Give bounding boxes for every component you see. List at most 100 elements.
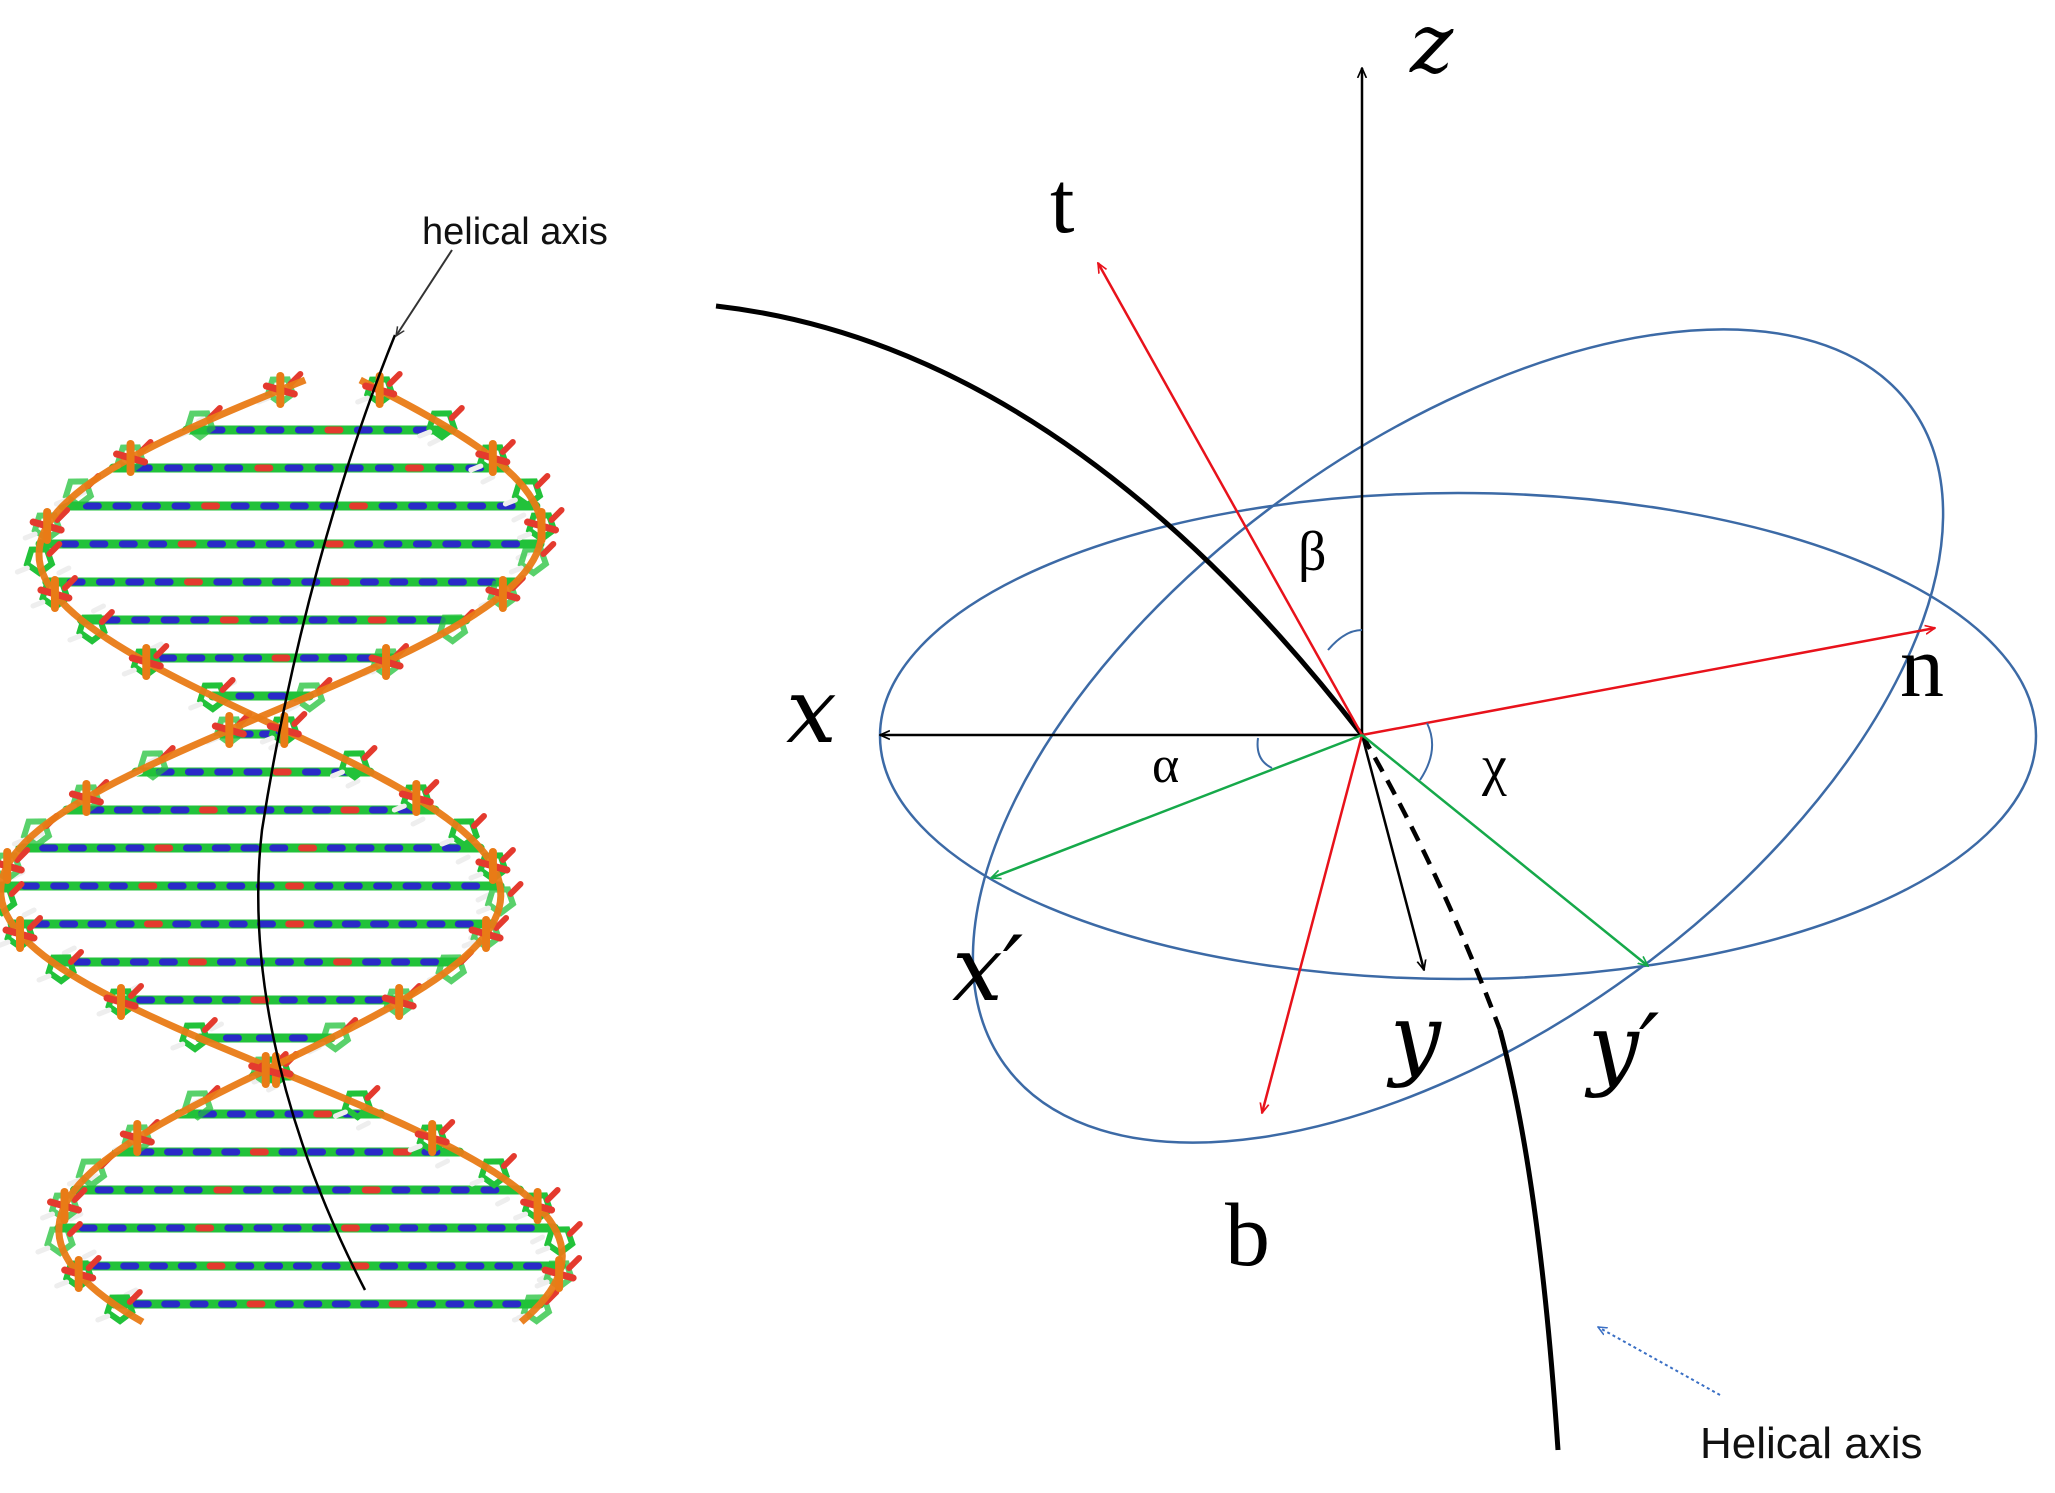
oxygen-atom xyxy=(291,711,308,727)
oxygen-atom xyxy=(71,1187,88,1203)
frame-helical-axis-upper xyxy=(715,303,1364,737)
hydrogen-atom xyxy=(475,892,491,903)
hydrogen-atom xyxy=(410,816,426,827)
hydrogen-atom xyxy=(123,1287,139,1298)
hydrogen-atom xyxy=(355,395,371,405)
hydrogen-atom xyxy=(455,854,471,865)
hydrogen-atom xyxy=(90,603,106,614)
hydrogen-atom xyxy=(0,939,11,948)
helical-axis-pointer-arrow xyxy=(396,249,453,336)
x-prime-label: x′ xyxy=(952,917,1023,1022)
hydrogen-atom xyxy=(54,1279,70,1289)
hydrogen-atom xyxy=(345,778,361,789)
oxygen-atom xyxy=(470,813,487,829)
hydrogen-atom xyxy=(188,701,204,711)
oxygen-atom xyxy=(500,1153,517,1169)
dna-helical-axis-curve xyxy=(257,334,397,1291)
y-prime-vector-arrow xyxy=(1361,734,1648,966)
hydrogen-atom xyxy=(427,436,443,447)
hydrogen-atom xyxy=(332,1109,348,1119)
b-vector-arrow xyxy=(1262,734,1364,1113)
oxygen-atom xyxy=(85,1255,102,1271)
hydrogen-atom xyxy=(468,871,484,881)
oxygen-atom xyxy=(61,575,78,591)
oxygen-atom xyxy=(126,1289,143,1305)
hydrogen-atom xyxy=(121,667,137,677)
hydrogen-atom xyxy=(476,905,492,915)
beta-angle-label: β xyxy=(1298,521,1327,583)
hydrogen-atom xyxy=(508,565,524,575)
hydrogen-atom xyxy=(40,1211,56,1221)
hydrogen-atom xyxy=(148,641,164,652)
hydrogen-atom xyxy=(170,1041,186,1051)
helical-axis-caption-pointer xyxy=(1598,1327,1721,1396)
y-axis-label: y xyxy=(1386,985,1442,1090)
hydrogen-atom xyxy=(66,1177,82,1187)
oxygen-atom xyxy=(27,915,44,931)
frame-helical-axis-caption: Helical axis xyxy=(1700,1419,1923,1468)
helical-axis-caption: helical axis xyxy=(422,211,608,253)
hydrogen-atom xyxy=(259,735,275,745)
hydrogen-atom xyxy=(407,1143,423,1153)
oxygen-atom xyxy=(543,1289,560,1305)
hydrogen-atom xyxy=(511,512,527,523)
n-vector-arrow xyxy=(1361,628,1935,737)
hydrogen-atom xyxy=(35,1245,51,1255)
hydrogen-atom xyxy=(435,1158,451,1169)
hydrogen-atom xyxy=(469,1177,485,1187)
t-vector-arrow xyxy=(1096,263,1364,736)
hydrogen-atom xyxy=(534,1279,550,1289)
oxygen-atom xyxy=(548,507,565,523)
frame-helical-axis-dashed xyxy=(1360,733,1503,1031)
oxygen-atom xyxy=(499,847,516,863)
beta-angle-arc xyxy=(1327,629,1363,651)
oxygen-atom xyxy=(66,1221,83,1237)
oxygen-atom xyxy=(386,371,403,387)
hydrogen-atom xyxy=(461,939,477,949)
y-axis-arrow xyxy=(1360,734,1424,970)
oxygen-atom xyxy=(439,1119,456,1135)
dna-double-helix-icon xyxy=(0,371,583,1326)
t-vector-label: t xyxy=(1050,155,1074,252)
oxygen-atom xyxy=(14,847,31,863)
oxygen-atom xyxy=(566,1221,583,1237)
alpha-angle-arc xyxy=(1256,737,1273,769)
oxygen-atom xyxy=(361,745,378,761)
oxygen-atom xyxy=(68,949,85,965)
hydrogen-atom xyxy=(355,1120,371,1131)
hydrogen-atom xyxy=(417,429,433,439)
chi-angle-arc xyxy=(1419,722,1434,781)
oxygen-atom xyxy=(499,439,516,455)
oxygen-atom xyxy=(46,541,63,557)
hydrogen-atom xyxy=(391,803,407,813)
oxygen-atom xyxy=(493,915,510,931)
hydrogen-atom xyxy=(468,463,484,473)
hydrogen-atom xyxy=(36,973,52,983)
hydrogen-atom xyxy=(61,945,77,956)
backbone-strand xyxy=(35,376,505,1326)
oxygen-atom xyxy=(507,881,524,897)
oxygen-atom xyxy=(566,1255,583,1271)
hydrogen-atom xyxy=(329,769,345,779)
hydrogen-atom xyxy=(502,497,518,507)
oxygen-atom xyxy=(153,643,170,659)
hydrogen-atom xyxy=(14,565,30,575)
oxygen-atom xyxy=(8,881,25,897)
hydrogen-atom xyxy=(517,531,533,541)
oxygen-atom xyxy=(128,983,145,999)
oxygen-atom xyxy=(364,1085,381,1101)
hydrogen-atom xyxy=(56,565,72,576)
hydrogen-atom xyxy=(513,1211,529,1221)
hydrogen-atom xyxy=(535,1245,551,1255)
tilted-ellipse xyxy=(971,328,1945,1144)
frame-helical-axis-lower xyxy=(1497,1029,1561,1451)
hydrogen-atom xyxy=(96,1007,112,1017)
hydrogen-atom xyxy=(81,1249,97,1260)
y-prime-label: y′ xyxy=(1584,995,1659,1100)
b-vector-label: b xyxy=(1225,1186,1270,1285)
oxygen-atom xyxy=(544,1187,561,1203)
hydrogen-atom xyxy=(495,1196,511,1207)
hydrogen-atom xyxy=(208,1021,224,1032)
oxygen-atom xyxy=(98,609,115,625)
